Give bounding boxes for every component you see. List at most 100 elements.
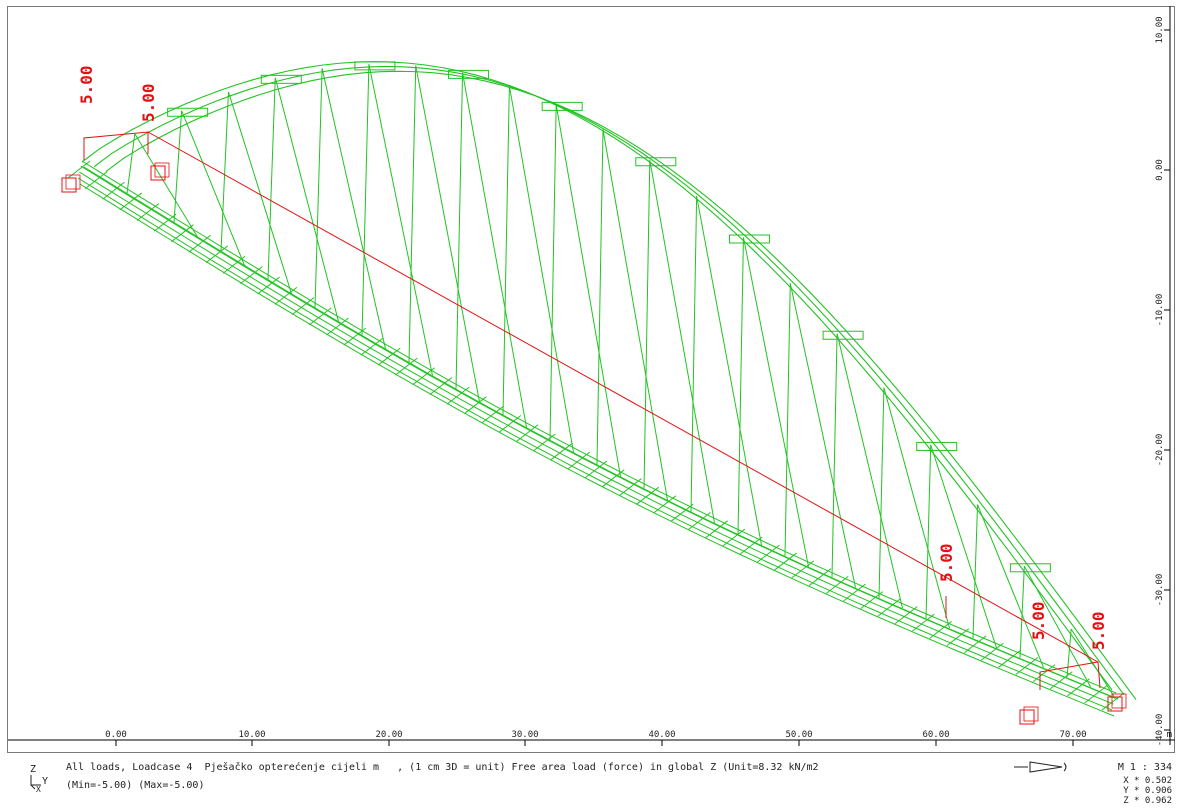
cross-beam	[308, 307, 332, 326]
y-tick-label: 10.00	[1155, 16, 1165, 43]
cross-beam	[739, 536, 763, 555]
cross-beam	[446, 386, 470, 405]
y-axis-ruler: 10.000.00-10.00-20.00-30.00-40.00	[1155, 6, 1171, 746]
view-direction-arrow-icon[interactable]	[1012, 759, 1074, 775]
hanger-diagonal	[415, 65, 480, 402]
deck-chord	[81, 160, 1117, 694]
arch-bracing	[1009, 563, 1051, 573]
support-2-back	[154, 162, 170, 178]
arch-rib	[105, 70, 1137, 700]
hanger-diagonal	[134, 133, 198, 238]
y-tick-label: 0.00	[1155, 159, 1165, 181]
cross-beam	[912, 613, 935, 632]
x-tick-label: 40.00	[648, 730, 675, 740]
hanger-diagonal	[368, 64, 433, 376]
x-tick-label: 70.00	[1059, 730, 1086, 740]
x-scale-factor: X * 0.502	[1123, 776, 1172, 786]
hanger	[361, 64, 370, 336]
cross-beam	[188, 234, 211, 253]
load-description: All loads, Loadcase 4 Pješačko opterećen…	[66, 762, 819, 773]
cross-beam	[119, 192, 143, 211]
hanger-diagonal	[602, 129, 668, 501]
hanger	[408, 65, 417, 363]
cross-beam	[981, 642, 1004, 661]
cross-beam	[705, 520, 728, 539]
cross-beam	[240, 266, 263, 285]
cross-beam	[757, 544, 780, 563]
hanger	[126, 133, 136, 194]
cross-beam	[550, 442, 573, 461]
cross-beam	[1049, 671, 1073, 690]
cross-beam	[774, 552, 797, 571]
cross-beam	[205, 245, 229, 264]
cross-beam	[1015, 657, 1039, 675]
hanger	[455, 72, 464, 389]
support-1	[61, 177, 77, 193]
hanger	[737, 237, 744, 534]
arch-rib	[81, 61, 1113, 691]
x-tick-label: 50.00	[785, 730, 812, 740]
load-value-label: 5.00	[1089, 611, 1108, 650]
hanger	[784, 283, 791, 556]
hanger-diagonal	[508, 85, 574, 453]
hanger	[267, 77, 276, 280]
arch-bracing	[260, 74, 302, 84]
x-tick-label: 20.00	[375, 730, 402, 740]
x-tick-label: 10.00	[238, 730, 265, 740]
support-3	[1019, 709, 1035, 725]
hanger-diagonal	[930, 444, 997, 649]
cross-beam	[808, 568, 832, 587]
hanger	[596, 129, 604, 465]
cross-beam	[567, 451, 591, 470]
cross-beam	[395, 357, 418, 376]
hanger	[1066, 628, 1072, 678]
load-value-labels: 5.00 5.00 5.00 5.00 5.00	[77, 65, 1108, 650]
cross-beam	[843, 583, 866, 602]
cross-beam	[1101, 692, 1125, 711]
load-value-label: 5.00	[1029, 601, 1048, 640]
load-value-label: 5.00	[937, 543, 956, 582]
cross-beam	[498, 415, 522, 433]
area-load-outline	[83, 131, 1101, 690]
support-1-back	[65, 174, 81, 190]
status-bar: Z Y X All loads, Loadcase 4 Pješačko opt…	[0, 756, 1182, 810]
arch-bracing	[822, 330, 864, 340]
support-3-back	[1023, 706, 1039, 722]
cross-beam	[998, 649, 1021, 668]
cross-beam	[963, 635, 987, 654]
cross-beam	[601, 469, 625, 488]
hanger-diagonal	[789, 283, 856, 588]
cross-beam	[464, 396, 487, 415]
cross-beam	[360, 337, 384, 356]
cross-beam	[481, 405, 504, 424]
support-4	[1107, 696, 1123, 712]
z-scale-factor: Z * 0.962	[1123, 796, 1172, 806]
hanger-diagonal	[696, 196, 762, 546]
cross-beam	[429, 377, 453, 395]
cross-beam	[102, 181, 125, 200]
hanger-diagonal	[181, 110, 245, 266]
coord-axis-x-label: X	[36, 785, 41, 794]
arch-bracing	[167, 107, 209, 117]
cross-beam	[894, 606, 918, 624]
cross-beam	[1084, 685, 1108, 704]
hanger	[314, 68, 323, 308]
load-value-label: 5.00	[139, 83, 158, 122]
cross-beam	[291, 297, 315, 316]
cross-beam	[274, 286, 298, 305]
deck-chord	[79, 171, 1114, 705]
load-value-label: 5.00	[77, 65, 96, 104]
hanger	[878, 387, 885, 598]
load-edge-start	[83, 131, 149, 160]
x-tick-label: 60.00	[922, 730, 949, 740]
x-axis-unit: m	[1167, 730, 1172, 740]
arch-bracing	[354, 61, 396, 71]
cross-beam	[688, 512, 711, 530]
hanger	[972, 504, 979, 639]
hanger-diagonal	[274, 77, 339, 322]
hanger	[549, 104, 557, 440]
load-edge-long	[147, 131, 1099, 663]
